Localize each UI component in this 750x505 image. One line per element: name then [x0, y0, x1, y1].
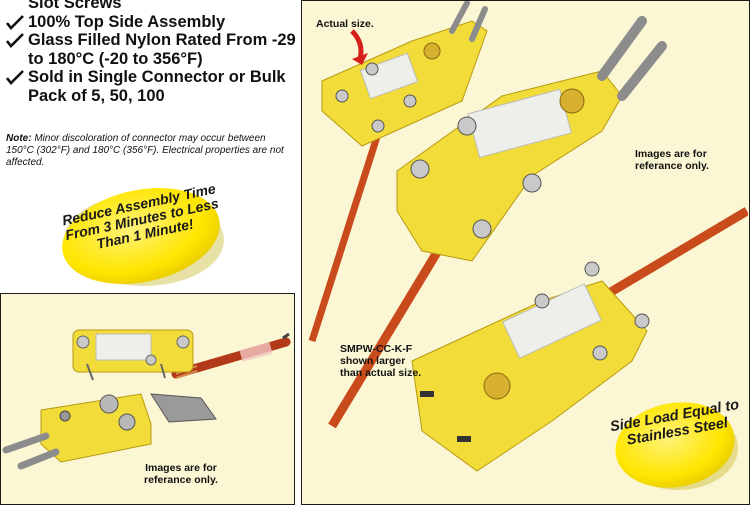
feature-item: Glass Filled Nylon Rated From -29 to 180… — [6, 31, 296, 68]
exploded-connector-illustration — [2, 329, 291, 470]
feature-text: 100% Top Side Assembly — [28, 12, 226, 31]
connector-photo-panel: Actual size. Images are for referance on… — [301, 0, 750, 505]
feature-item: Sold in Single Connector or Bulk Pack of… — [6, 68, 296, 105]
checkmark-icon — [6, 70, 24, 85]
side-load-oval — [615, 402, 738, 490]
discoloration-note: Note: Minor discoloration of connector m… — [6, 133, 296, 169]
model-label: SMPW-CC-K-F shown larger than actual siz… — [340, 343, 422, 379]
feature-list: Slot Screws 100% Top Side Assembly Glass… — [6, 0, 296, 105]
connector-illustration — [308, 1, 748, 472]
callout-oval — [62, 188, 224, 286]
feature-item: Slot Screws — [6, 0, 296, 13]
checkmark-icon — [6, 33, 24, 48]
note-text: Minor discoloration of connector may occ… — [6, 133, 284, 168]
reference-caption: Images are for referance only. — [144, 462, 218, 486]
checkmark-icon — [6, 14, 24, 30]
feature-text: Sold in Single Connector or Bulk Pack of… — [28, 68, 286, 105]
feature-text: Glass Filled Nylon Rated From -29 to 180… — [28, 31, 296, 68]
feature-text: Slot Screws — [28, 0, 122, 12]
feature-item: 100% Top Side Assembly — [6, 13, 296, 32]
reference-caption: Images are for referance only. — [635, 148, 709, 172]
actual-size-label: Actual size. — [316, 18, 374, 30]
note-label: Note: — [6, 133, 32, 144]
assembly-photo-panel: Images are for referance only. — [0, 293, 295, 505]
